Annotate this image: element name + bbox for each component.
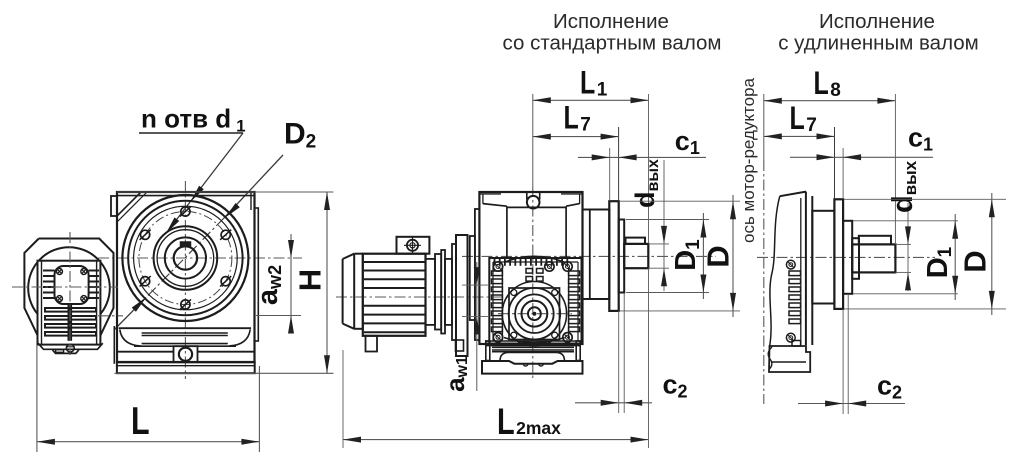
svg-text:7: 7 xyxy=(580,115,591,136)
svg-text:L: L xyxy=(564,101,579,137)
svg-text:c2: c2 xyxy=(663,370,688,402)
svg-text:D1: D1 xyxy=(670,239,704,271)
svg-text:c1: c1 xyxy=(675,126,700,158)
svg-text:c2: c2 xyxy=(877,371,902,403)
svg-text:D1: D1 xyxy=(922,246,956,278)
svg-text:Исполнение: Исполнение xyxy=(819,10,935,33)
svg-text:aw1: aw1 xyxy=(440,356,471,392)
svg-text:ось мотор-редуктора: ось мотор-редуктора xyxy=(739,77,758,243)
svg-text:dвых: dвых xyxy=(887,160,920,213)
svg-text:8: 8 xyxy=(830,80,841,101)
svg-text:L: L xyxy=(497,402,515,443)
svg-text:D2: D2 xyxy=(284,118,316,153)
svg-text:D: D xyxy=(958,250,993,272)
svg-text:aw2: aw2 xyxy=(252,265,285,305)
svg-text:dвых: dвых xyxy=(630,159,662,208)
svg-text:L: L xyxy=(131,399,150,442)
svg-text:Исполнение: Исполнение xyxy=(553,10,669,33)
svg-text:2max: 2max xyxy=(516,418,561,438)
svg-text:H: H xyxy=(293,269,328,291)
svg-text:со стандартным валом: со стандартным валом xyxy=(502,32,721,55)
svg-text:D: D xyxy=(701,245,736,267)
svg-text:L: L xyxy=(814,66,829,102)
svg-text:7: 7 xyxy=(806,115,817,136)
svg-text:L: L xyxy=(580,66,595,102)
svg-text:с удлиненным валом: с удлиненным валом xyxy=(778,32,979,55)
svg-text:1: 1 xyxy=(597,80,608,101)
svg-text:n отв d1: n отв d1 xyxy=(141,104,246,136)
svg-text:c1: c1 xyxy=(908,123,933,155)
svg-text:L: L xyxy=(790,101,805,137)
